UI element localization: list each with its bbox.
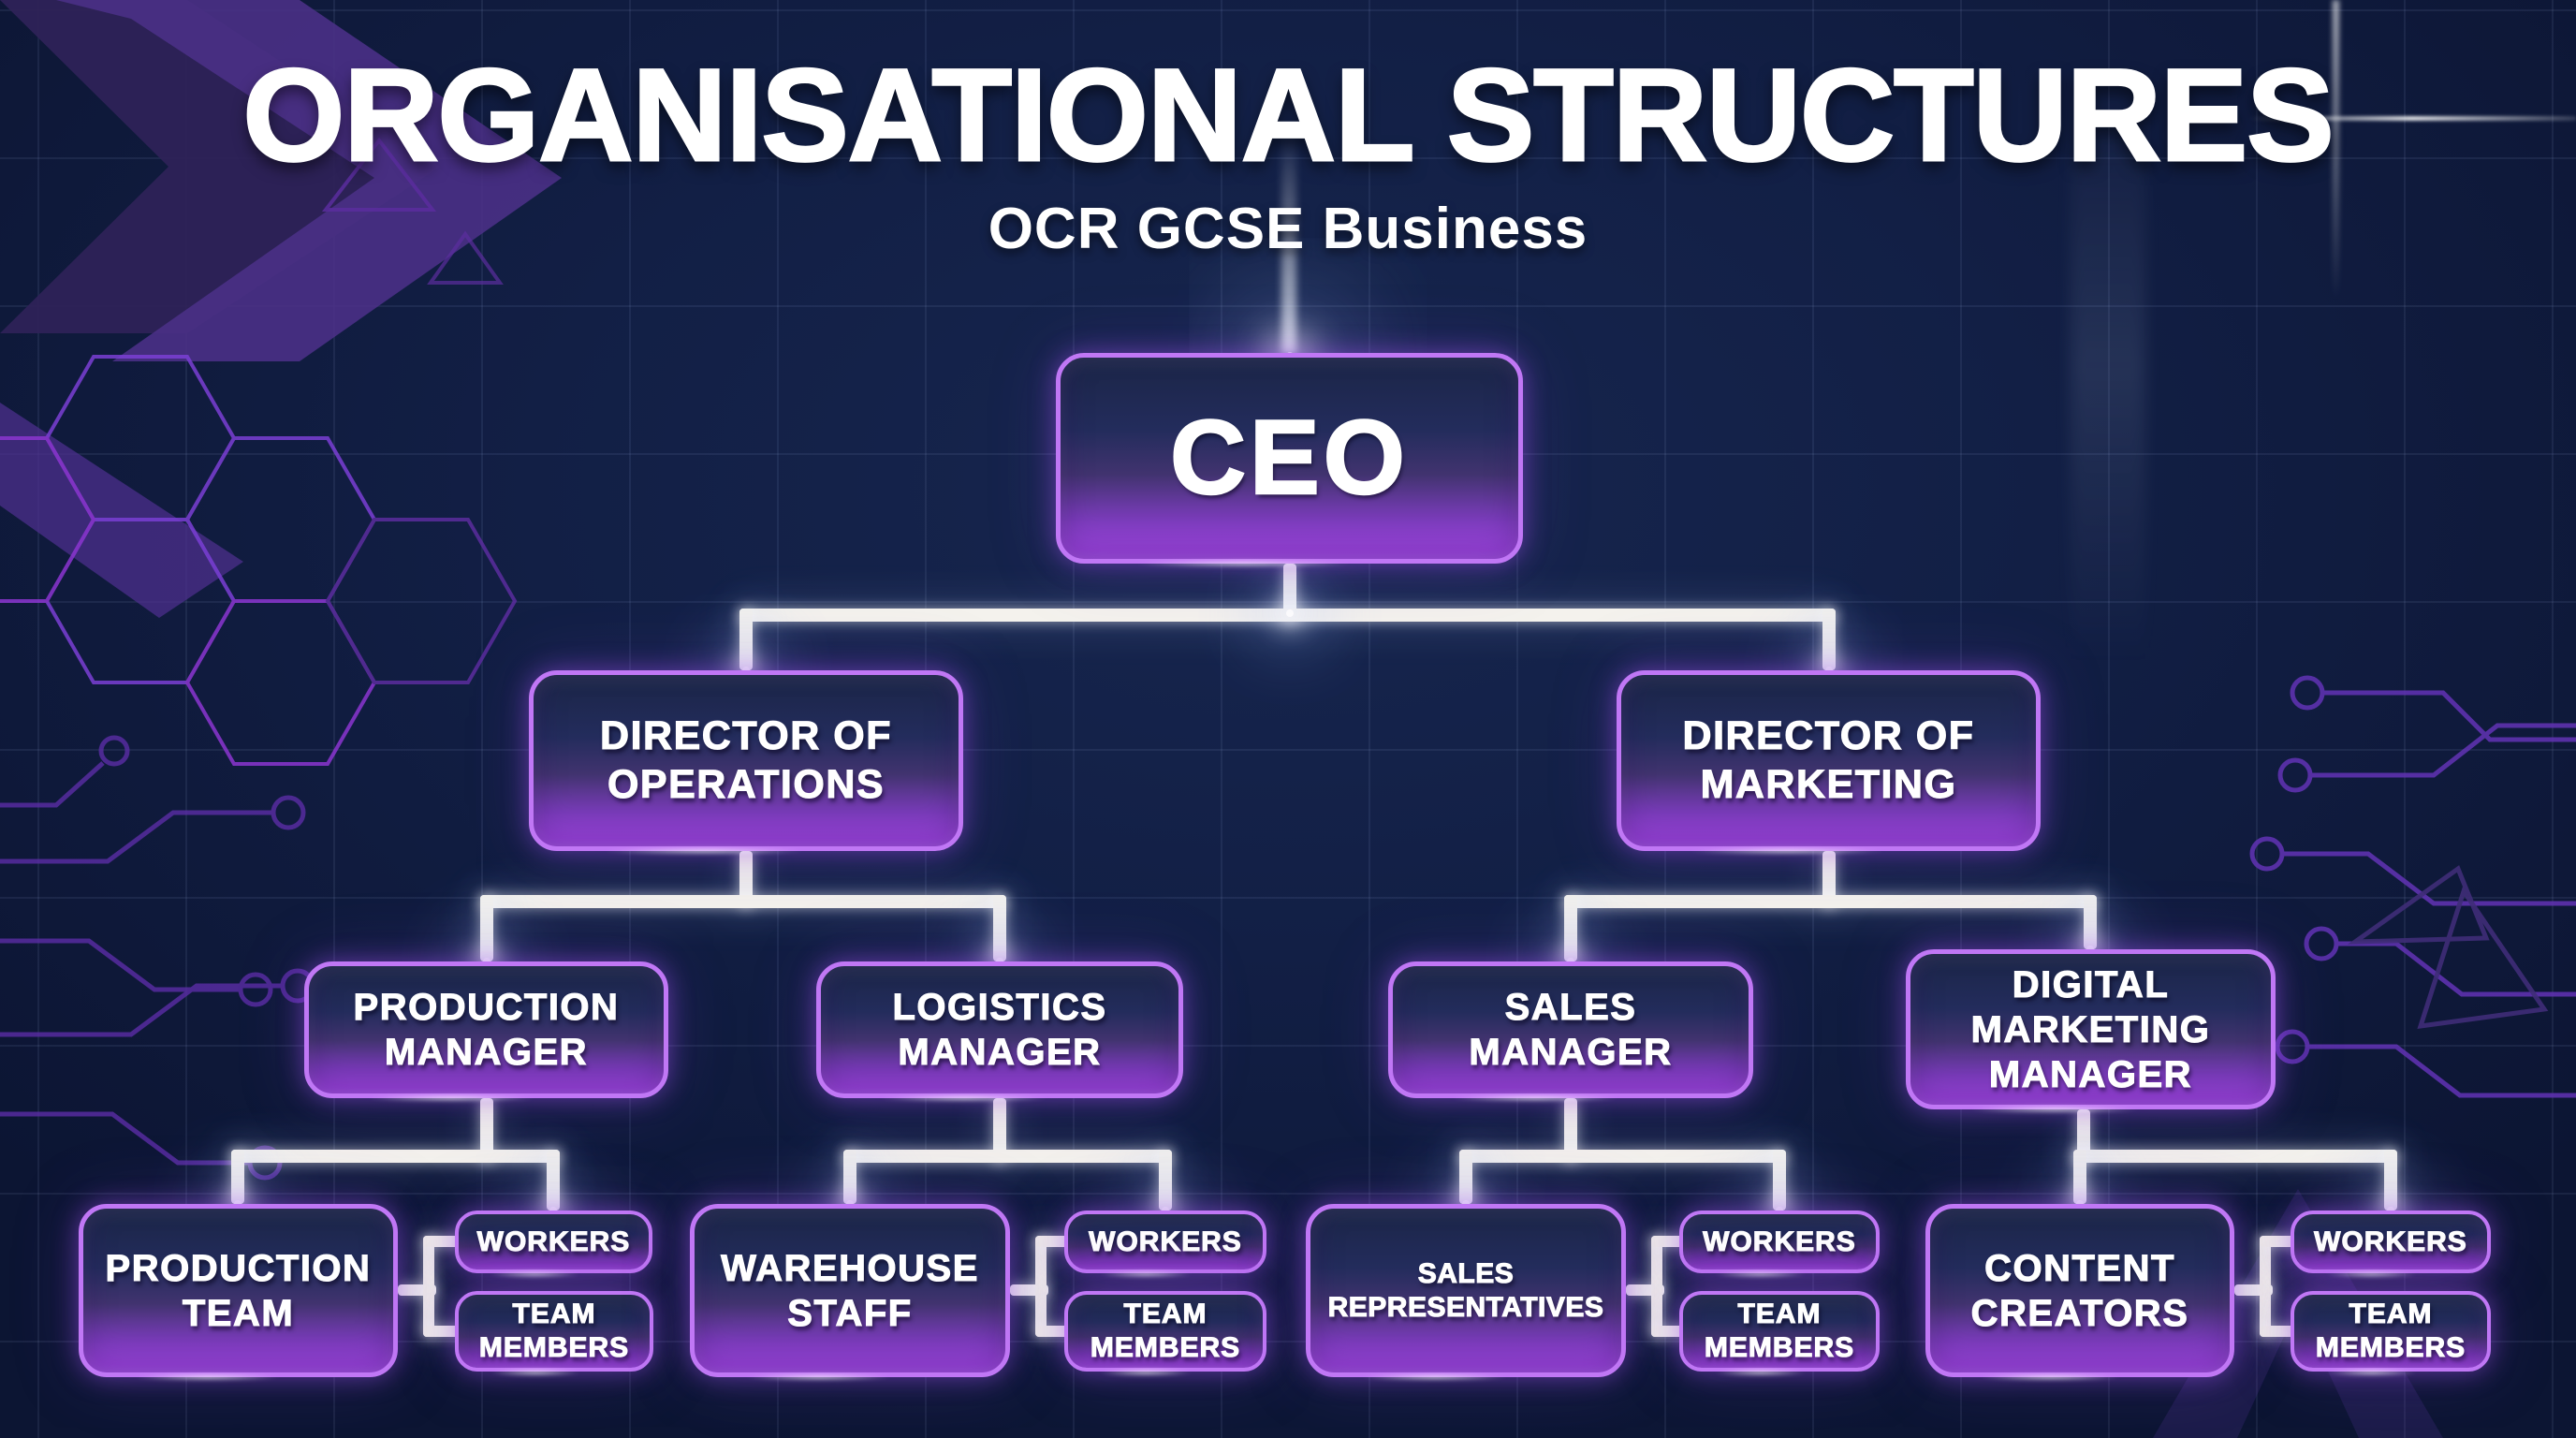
connector-bracket bbox=[1651, 1236, 1662, 1337]
connector bbox=[1564, 895, 1577, 961]
org-node-digital-marketing-manager: DIGITAL MARKETING MANAGER bbox=[1906, 949, 2276, 1109]
connector bbox=[1283, 564, 1296, 622]
light-beam bbox=[1281, 131, 1296, 354]
connector bbox=[2084, 895, 2097, 949]
org-node-production-manager: PRODUCTION MANAGER bbox=[304, 961, 668, 1098]
connector bbox=[231, 1150, 244, 1204]
org-node-label: WORKERS bbox=[1089, 1225, 1242, 1257]
org-node-workers-1: WORKERS bbox=[455, 1211, 652, 1273]
grid-light-beam bbox=[2071, 66, 2145, 665]
connector bbox=[480, 1098, 493, 1163]
org-node-ceo: CEO bbox=[1056, 353, 1523, 564]
org-node-production-team: PRODUCTION TEAM bbox=[79, 1204, 398, 1377]
lens-flare-beam bbox=[2333, 0, 2339, 300]
org-node-label: TEAM MEMBERS bbox=[1704, 1298, 1855, 1363]
org-node-label: SALES MANAGER bbox=[1469, 986, 1673, 1073]
org-node-sales-manager: SALES MANAGER bbox=[1388, 961, 1753, 1098]
org-node-label: WORKERS bbox=[476, 1225, 631, 1257]
connector bbox=[993, 1098, 1006, 1163]
page-subtitle: OCR GCSE Business bbox=[988, 196, 1588, 261]
org-node-label: CONTENT CREATORS bbox=[1970, 1247, 2189, 1334]
org-node-label: DIRECTOR OF OPERATIONS bbox=[599, 712, 892, 807]
connector bbox=[993, 895, 1006, 961]
connector bbox=[480, 895, 493, 961]
connector bbox=[843, 1150, 1172, 1163]
org-node-team-members-1: TEAM MEMBERS bbox=[455, 1291, 653, 1372]
org-node-workers-3: WORKERS bbox=[1679, 1211, 1880, 1273]
org-node-label: SALES REPRESENTATIVES bbox=[1327, 1257, 1604, 1323]
page-title: ORGANISATIONAL STRUCTURES bbox=[242, 41, 2335, 188]
connector bbox=[1822, 609, 1836, 670]
org-node-label: LOGISTICS MANAGER bbox=[892, 986, 1107, 1073]
org-node-director-marketing: DIRECTOR OF MARKETING bbox=[1617, 670, 2041, 851]
org-node-label: TEAM MEMBERS bbox=[2315, 1298, 2466, 1363]
connector bbox=[1773, 1150, 1786, 1211]
org-node-label: WORKERS bbox=[2314, 1225, 2467, 1257]
org-node-label: WORKERS bbox=[1703, 1225, 1856, 1257]
connector bbox=[1564, 895, 2097, 908]
org-node-team-members-4: TEAM MEMBERS bbox=[2291, 1291, 2491, 1372]
connector bbox=[1459, 1150, 1786, 1163]
org-node-sales-representatives: SALES REPRESENTATIVES bbox=[1306, 1204, 1626, 1377]
org-node-label: CEO bbox=[1169, 398, 1409, 518]
org-node-label: PRODUCTION MANAGER bbox=[353, 986, 620, 1073]
org-node-label: TEAM MEMBERS bbox=[478, 1298, 630, 1363]
connector bbox=[2073, 1150, 2086, 1204]
org-node-label: PRODUCTION TEAM bbox=[105, 1247, 372, 1334]
connector-bracket bbox=[423, 1236, 434, 1337]
connector bbox=[480, 895, 1006, 908]
connector bbox=[2384, 1150, 2397, 1211]
connector bbox=[231, 1150, 560, 1163]
connector bbox=[739, 609, 753, 670]
org-node-label: DIGITAL MARKETING MANAGER bbox=[1970, 963, 2211, 1095]
org-node-warehouse-staff: WAREHOUSE STAFF bbox=[690, 1204, 1010, 1377]
connector bbox=[547, 1150, 560, 1211]
org-node-label: WAREHOUSE STAFF bbox=[721, 1247, 979, 1334]
lens-flare-streak bbox=[2248, 116, 2576, 121]
org-node-team-members-3: TEAM MEMBERS bbox=[1679, 1291, 1880, 1372]
connector-bracket bbox=[2260, 1236, 2271, 1337]
junction-glow bbox=[1286, 609, 1294, 617]
connector bbox=[2077, 1109, 2090, 1163]
connector-bracket bbox=[1035, 1236, 1046, 1337]
connector bbox=[1822, 851, 1836, 908]
header: ORGANISATIONAL STRUCTURES OCR GCSE Busin… bbox=[0, 41, 2576, 262]
org-node-workers-4: WORKERS bbox=[2291, 1211, 2491, 1273]
org-node-logistics-manager: LOGISTICS MANAGER bbox=[816, 961, 1183, 1098]
org-node-director-operations: DIRECTOR OF OPERATIONS bbox=[529, 670, 963, 851]
connector bbox=[1159, 1150, 1172, 1211]
org-node-team-members-2: TEAM MEMBERS bbox=[1064, 1291, 1266, 1372]
connector bbox=[843, 1150, 856, 1204]
org-node-content-creators: CONTENT CREATORS bbox=[1925, 1204, 2234, 1377]
org-node-workers-2: WORKERS bbox=[1064, 1211, 1266, 1273]
connector bbox=[1564, 1098, 1577, 1163]
connector bbox=[1459, 1150, 1472, 1204]
connector bbox=[739, 851, 753, 908]
org-node-label: DIRECTOR OF MARKETING bbox=[1682, 712, 1975, 807]
connector bbox=[2073, 1150, 2397, 1163]
org-node-label: TEAM MEMBERS bbox=[1090, 1298, 1241, 1363]
